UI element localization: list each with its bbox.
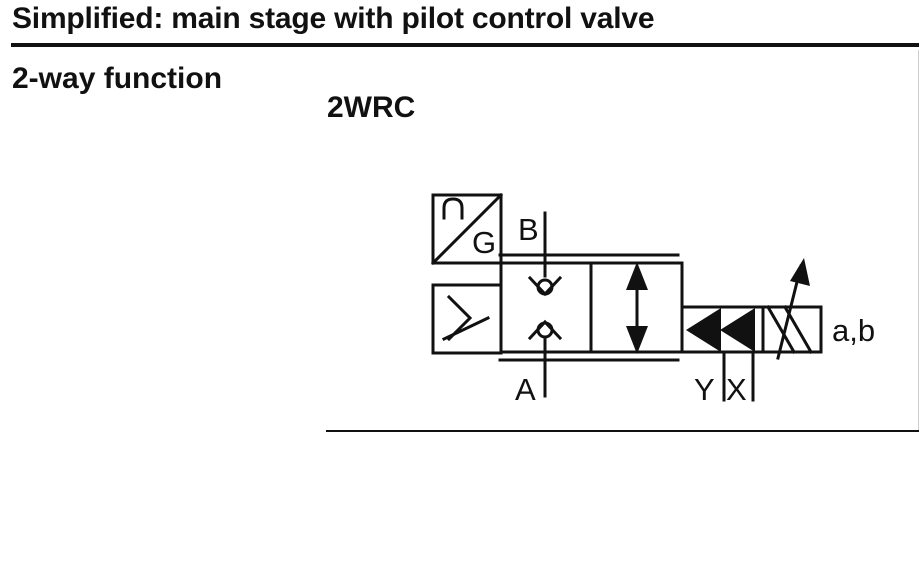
title-rule — [11, 43, 919, 47]
solenoid-label: a,b — [832, 313, 875, 348]
right-edge-line — [918, 50, 919, 431]
variable-arrow-icon — [790, 258, 810, 286]
pilot-triangle-2-icon — [720, 308, 755, 352]
check-valve-a — [527, 319, 563, 398]
arrow-up-icon — [626, 262, 648, 290]
section-heading: 2-way function — [12, 62, 223, 95]
page-title: Simplified: main stage with pilot contro… — [12, 2, 655, 35]
pilot-triangle-1-icon — [686, 308, 721, 352]
position-sensor-box — [430, 192, 504, 266]
sensor-label-g: G — [472, 225, 496, 260]
port-label-a: A — [515, 372, 536, 407]
main-stage-valve — [498, 253, 684, 362]
pilot-ports — [722, 350, 755, 402]
arrow-down-icon — [626, 326, 648, 354]
bottom-rule — [326, 430, 919, 432]
amplifier-box — [431, 283, 503, 355]
port-label-b: B — [518, 212, 539, 247]
port-label-x: X — [726, 372, 747, 407]
check-valve-b — [527, 211, 563, 297]
model-label: 2WRC — [327, 91, 416, 124]
port-label-y: Y — [694, 372, 715, 407]
